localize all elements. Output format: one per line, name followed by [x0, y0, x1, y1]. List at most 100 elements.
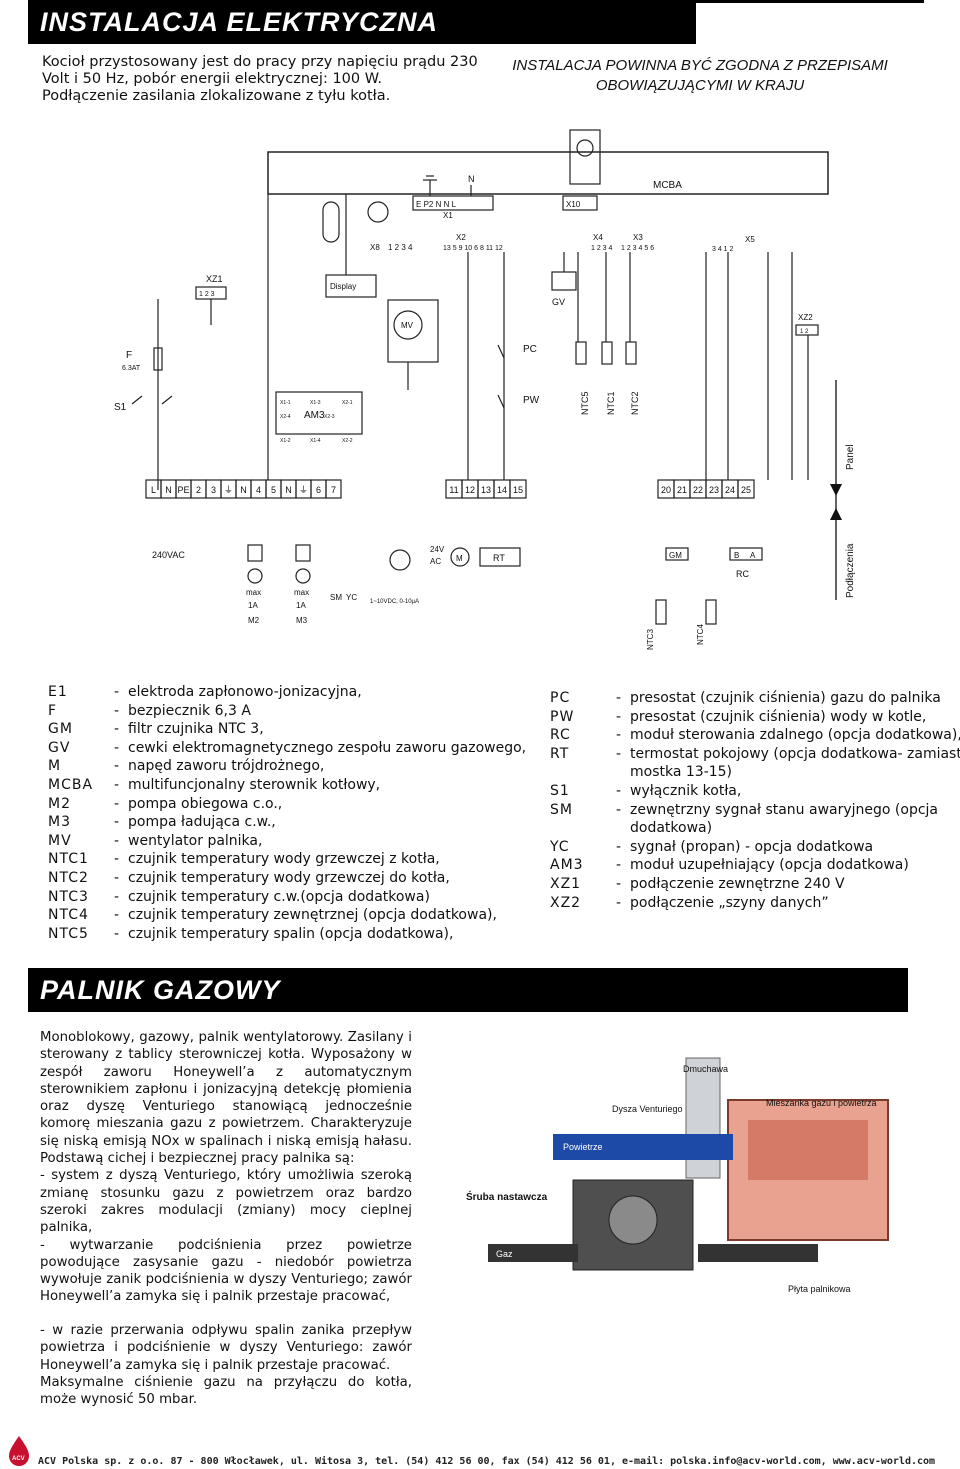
- legend-row: XZ2-podłączenie „szyny danych”: [550, 894, 960, 913]
- footer: ACV ACV Polska sp. z o.o. 87 - 800 Włocł…: [0, 1430, 960, 1469]
- terminal-label: N: [165, 485, 172, 495]
- burner-description-cont: - w razie przerwania odpływu spalin zani…: [40, 1322, 412, 1408]
- rc-label: RC: [736, 569, 749, 579]
- max2-a: 1A: [296, 601, 306, 610]
- terminal-label: 12: [465, 485, 475, 495]
- legend-text: czujnik temperatury wody grzewczej z kot…: [128, 851, 440, 868]
- terminal-label: 6: [316, 485, 321, 495]
- legend-code: NTC1: [48, 851, 89, 868]
- yc-range: 1~10VDC, 0-10µA: [370, 599, 419, 605]
- legend-text: bezpiecznik 6,3 A: [128, 702, 251, 719]
- burner-paragraph: Maksymalne ciśnienie gazu na przyłączu d…: [40, 1374, 412, 1408]
- x5-pins: 3 4 1 2: [712, 246, 734, 253]
- legend-row: F-bezpiecznik 6,3 A: [48, 702, 526, 721]
- terminal-label: 2: [196, 485, 201, 495]
- terminal-label: 14: [497, 485, 507, 495]
- legend-code: MCBA: [48, 776, 94, 793]
- terminal-cell: [737, 479, 755, 499]
- gaz-label: Gaz: [496, 1249, 513, 1259]
- xz1-label: XZ1: [206, 274, 223, 284]
- x1-label: X1: [443, 211, 453, 220]
- legend-text: presostat (czujnik ciśnienia) gazu do pa…: [630, 690, 941, 706]
- m-label: M: [456, 554, 463, 563]
- terminal-label: 15: [513, 485, 523, 495]
- legend-text: moduł sterowania zdalnego (opcja dodatko…: [630, 727, 960, 744]
- legend-dash: -: [114, 925, 120, 942]
- legend-row: AM3-moduł uzupełniający (opcja dodatkowa…: [550, 856, 960, 875]
- installation-warning: INSTALACJA POWINNA BYĆ ZGODNA Z PRZEPISA…: [470, 56, 930, 96]
- legend-dash: -: [616, 708, 622, 725]
- legend-right: PC-presostat (czujnik ciśnienia) gazu do…: [550, 689, 960, 912]
- legend-dash: -: [616, 838, 622, 855]
- terminal-label: 22: [693, 485, 703, 495]
- am3-x2-1: X2-1: [342, 400, 353, 406]
- legend-row: PW-presostat (czujnik ciśnienia) wody w …: [550, 708, 960, 727]
- mieszanka-label: Mieszanka gazu i powietrza: [766, 1098, 877, 1108]
- n-label: N: [468, 174, 475, 184]
- legend-code: NTC3: [48, 888, 89, 905]
- burner-paragraph: - system z dyszą Venturiego, który umożl…: [40, 1168, 412, 1236]
- terminal-label: N: [240, 485, 247, 495]
- legend-row: M-napęd zaworu trójdrożnego,: [48, 757, 526, 776]
- legend-text: czujnik temperatury c.w.(opcja dodatkowa…: [128, 888, 430, 905]
- s1-label: S1: [114, 402, 127, 413]
- terminal-cell: [325, 479, 342, 499]
- legend-text: pompa obiegowa c.o.,: [128, 795, 283, 812]
- legend-dash: -: [114, 739, 120, 756]
- section-title-burner: PALNIK GAZOWY: [28, 968, 908, 1012]
- legend-dash: -: [114, 721, 120, 738]
- legend-row: E1-elektroda zapłonowo-jonizacyjna,: [48, 683, 526, 702]
- burner-paragraph: - w razie przerwania odpływu spalin zani…: [40, 1323, 412, 1373]
- legend-row: GV-cewki elektromagnetycznego zespołu za…: [48, 739, 526, 758]
- legend-row: GM-filtr czujnika NTC 3,: [48, 720, 526, 739]
- ntc3-label: NTC3: [646, 629, 655, 650]
- legend-dash: -: [616, 894, 622, 911]
- terminal-label: 23: [709, 485, 719, 495]
- terminal-label: 20: [661, 485, 671, 495]
- x4-label: X4: [593, 233, 603, 242]
- legend-code: AM3: [550, 857, 584, 874]
- b-label: B: [734, 551, 739, 560]
- ntc5-label: NTC5: [580, 391, 590, 415]
- legend-dash: -: [114, 869, 120, 886]
- legend-row: RT-termostat pokojowy (opcja dodatkowa- …: [550, 745, 960, 764]
- am3-x2-4: X2-4: [280, 414, 291, 420]
- legend-row: NTC1 -czujnik temperatury wody grzewczej …: [48, 850, 526, 869]
- terminal-label: 3: [211, 485, 216, 495]
- legend-row: NTC4-czujnik temperatury zewnętrznej (op…: [48, 906, 526, 925]
- am3-label: AM3: [304, 410, 325, 421]
- legend-dash: -: [114, 776, 120, 793]
- legend-text: elektroda zapłonowo-jonizacyjna,: [128, 684, 362, 700]
- terminal-label: 24: [725, 485, 735, 495]
- intro-line: Podłączenie zasilania zlokalizowane z ty…: [42, 88, 391, 104]
- legend-dash: -: [114, 888, 120, 905]
- legend-text: multifuncjonalny sterownik kotłowy,: [128, 776, 381, 793]
- f-label: F: [126, 350, 132, 361]
- legend-code: M: [48, 758, 62, 775]
- legend-dash: -: [114, 851, 120, 868]
- legend-left: E1-elektroda zapłonowo-jonizacyjna,F-bez…: [48, 683, 526, 943]
- ntc1-label: NTC1: [606, 391, 616, 415]
- legend-row: RC-moduł sterowania zdalnego (opcja doda…: [550, 726, 960, 745]
- legend-text: czujnik temperatury spalin (opcja dodatk…: [128, 925, 454, 942]
- legend-code: NTC4: [48, 907, 89, 924]
- gv-label: GV: [552, 297, 565, 307]
- legend-text: wentylator palnika,: [128, 832, 263, 849]
- legend-code: M2: [48, 795, 71, 812]
- terminal-label: 25: [741, 485, 751, 495]
- pc-label: PC: [523, 344, 537, 355]
- legend-row: NTC2-czujnik temperatury wody grzewczej …: [48, 869, 526, 888]
- x3-label: X3: [633, 233, 643, 242]
- legend-text: napęd zaworu trójdrożnego,: [128, 758, 325, 775]
- legend-dash: -: [616, 727, 622, 744]
- dmuchawa-label: Dmuchawa: [683, 1064, 728, 1074]
- legend-row: NTC3 -czujnik temperatury c.w.(opcja doda…: [48, 888, 526, 907]
- x10-label: X10: [566, 200, 581, 209]
- gm-label: GM: [669, 551, 682, 560]
- m3-label: M3: [296, 616, 308, 625]
- xz2-pins: 1 2: [800, 329, 809, 335]
- legend-row: XZ1-podłączenie zewnętrzne 240 V: [550, 875, 960, 894]
- mcba-label: MCBA: [653, 180, 682, 191]
- legend-text: czujnik temperatury zewnętrznej (opcja d…: [128, 907, 497, 924]
